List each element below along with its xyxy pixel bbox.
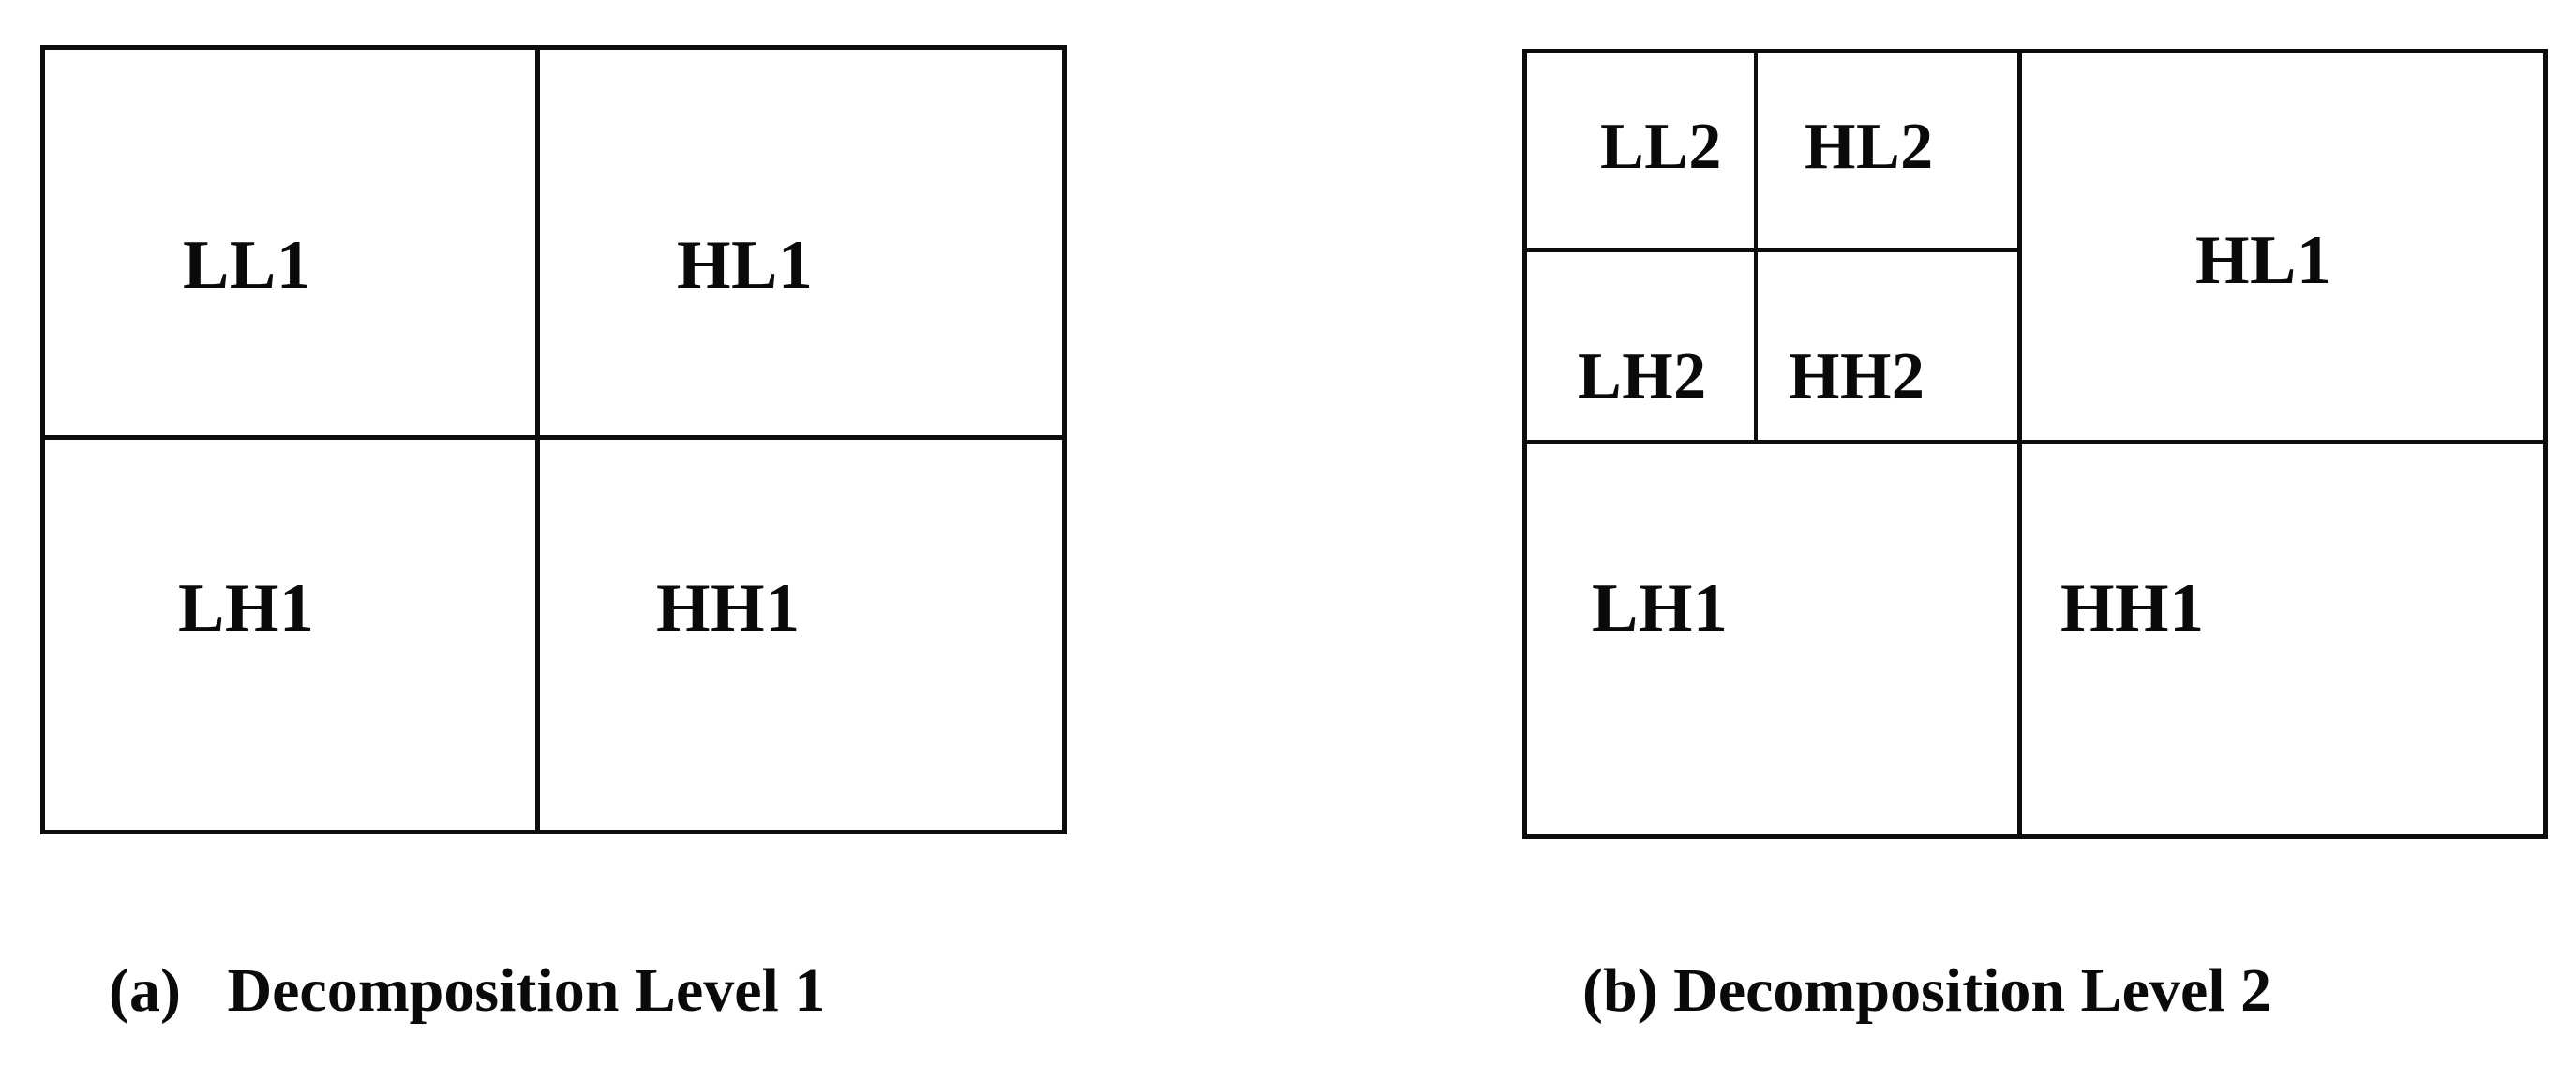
subband-label-lh2: LH2 xyxy=(1578,340,1707,413)
subband-label-ll1: LL1 xyxy=(183,227,312,304)
caption-panel-b: (b) Decomposition Level 2 xyxy=(1582,956,2272,1025)
subband-label-hh2: HH2 xyxy=(1789,340,1925,413)
level1-horizontal-divider xyxy=(40,435,1067,440)
subband-label-hl2: HL2 xyxy=(1805,111,1934,183)
subband-label-lh1: LH1 xyxy=(178,570,315,647)
caption-panel-a: (a) Decomposition Level 1 xyxy=(109,956,826,1025)
level1-outer-frame xyxy=(40,45,1067,834)
subband-label-hl1-level2: HL1 xyxy=(2195,222,2332,299)
panel-decomposition-level-1: LL1 HL1 LH1 HH1 (a) Decomposition Level … xyxy=(0,0,1125,1067)
subband-label-hh1-level2: HH1 xyxy=(2060,570,2205,647)
level2-sub-horizontal-divider xyxy=(1522,248,2021,252)
subband-label-ll2: LL2 xyxy=(1600,111,1722,183)
subband-label-hh1: HH1 xyxy=(656,570,801,647)
level2-sub-vertical-divider xyxy=(1754,49,1758,440)
subband-label-lh1-level2: LH1 xyxy=(1592,570,1729,647)
subband-label-hl1: HL1 xyxy=(677,227,814,304)
level1-vertical-divider xyxy=(535,45,540,834)
level2-main-horizontal-divider xyxy=(1522,440,2548,444)
